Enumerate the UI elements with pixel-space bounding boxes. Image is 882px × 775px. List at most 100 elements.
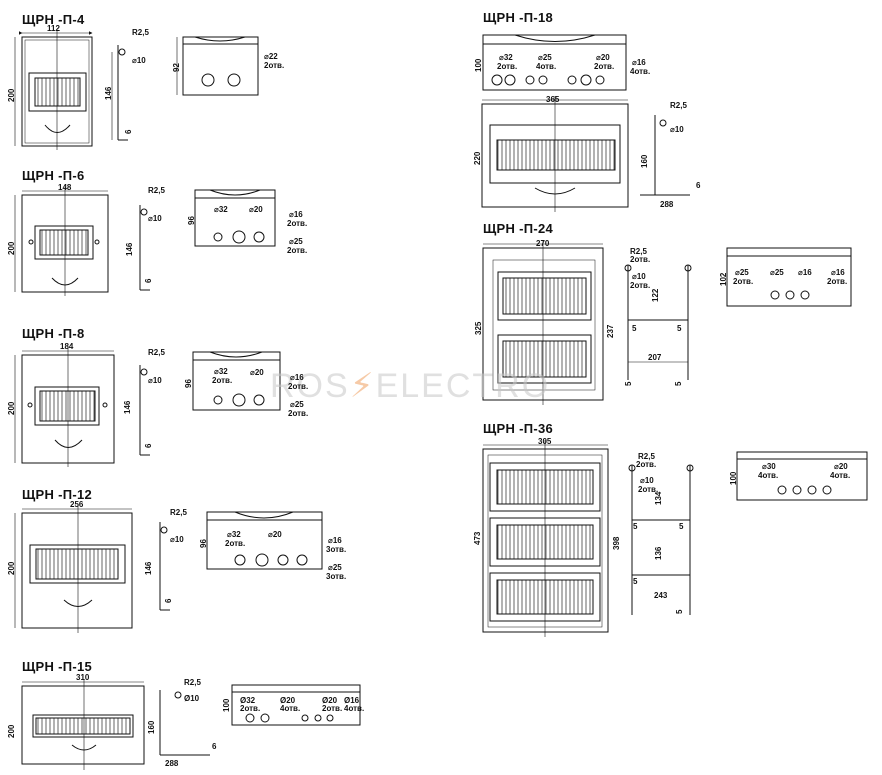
title-p24: ЩРН -П-24 [483,221,554,236]
watermark-left: ROS [270,367,350,405]
p15-depth-label: 100 [222,698,231,712]
p6-k2: ⌀20 [249,205,263,214]
p24-mount-height: 237 [606,324,615,338]
p24-mount-width: 207 [648,353,662,362]
p6-mount-radius: R2,5 [148,186,165,195]
p12-k4: ⌀25 [328,563,342,572]
p18-k1-count: 2отв. [497,62,518,71]
p36-offset3: 5 [633,577,638,586]
p18-k2: ⌀25 [538,53,552,62]
p15-mount-hole: Ø10 [184,694,200,703]
p18-mount-width: 288 [660,200,674,209]
title-p12: ЩРН -П-12 [22,487,93,502]
p24-k4-count: 2отв. [827,277,848,286]
title-p36: ЩРН -П-36 [483,421,554,436]
p12-height-label: 200 [7,561,16,575]
p36-mount-width: 243 [654,591,668,600]
p36-mount-radius: R2,5 [638,452,655,461]
p18-k4: ⌀16 [632,58,646,67]
p15-k3: Ø20 [322,696,338,705]
p4-mount-detail [111,45,128,141]
p18-width-label: 365 [546,95,560,104]
p36-mount-v2: 136 [654,546,663,560]
p15-k1-count: 2отв. [240,704,261,713]
p8-front-view [14,347,115,467]
p6-k3-count: 2отв. [287,219,308,228]
p24-bottom-view [726,247,852,307]
p12-k1: ⌀32 [227,530,241,539]
p36-mount-height: 398 [612,536,621,550]
p6-k4-count: 2отв. [287,246,308,255]
p36-k1: ⌀30 [762,462,776,471]
p12-mount-hole: ⌀10 [170,535,184,544]
p12-k3: ⌀16 [328,536,342,545]
p8-mount-height: 146 [123,400,132,414]
p24-k1: ⌀25 [735,268,749,277]
p8-k1: ⌀32 [214,367,228,376]
p24-k4: ⌀16 [831,268,845,277]
p24-offset4: 5 [674,381,683,386]
p4-mount-hole: ⌀10 [132,56,146,65]
p6-depth-label: 96 [187,216,196,225]
p24-offset3: 5 [624,381,633,386]
p4-mount-height: 146 [104,86,113,100]
p18-mount-hole: ⌀10 [670,125,684,134]
p8-width-label: 184 [60,342,74,351]
p8-k1-count: 2отв. [212,376,233,385]
p15-bottom-view [231,684,361,726]
p8-mount-radius: R2,5 [148,348,165,357]
p6-bottom-view [194,189,276,247]
p8-mount-hole: ⌀10 [148,376,162,385]
p4-depth-label: 92 [172,63,181,72]
p12-k1-count: 2отв. [225,539,246,548]
p24-k1-count: 2отв. [733,277,754,286]
p8-mount-offset: 6 [144,443,153,448]
p12-k3-count: 3отв. [326,545,347,554]
p24-offset2: 5 [677,324,682,333]
p8-depth-label: 96 [184,379,193,388]
p24-k3: ⌀16 [798,268,812,277]
p36-k2: ⌀20 [834,462,848,471]
p12-front-view [14,505,133,633]
p24-depth-label: 102 [719,272,728,286]
p36-height-label: 473 [473,531,482,545]
p36-bottom-view [736,451,868,501]
p12-mount-height: 146 [144,561,153,575]
p4-width-label: 112 [47,24,60,33]
watermark-right: ELECTRO [375,367,551,405]
p12-mount-radius: R2,5 [170,508,187,517]
p12-bottom-view [206,511,323,570]
title-p8: ЩРН -П-8 [22,326,85,341]
p8-height-label: 200 [7,401,16,415]
p12-width-label: 256 [70,500,84,509]
p15-mount-offset: 6 [212,742,217,751]
title-p6: ЩРН -П-6 [22,168,85,183]
p12-depth-label: 96 [199,539,208,548]
p15-width-label: 310 [76,673,90,682]
p8-k4-count: 2отв. [288,409,309,418]
p24-mount-v1: 122 [651,288,660,302]
p12-mount-offset: 6 [164,598,173,603]
p4-mount-offset: 6 [124,129,133,134]
bolt-icon: ⚡ [349,367,376,405]
p18-mount-radius: R2,5 [670,101,687,110]
p6-front-view [14,187,109,296]
p36-offset2: 5 [679,522,684,531]
p36-k2-count: 4отв. [830,471,851,480]
watermark-logo: ROS⚡ELECTRO [270,366,550,406]
p18-depth-label: 100 [474,58,483,72]
p18-mount-height: 160 [640,154,649,168]
p4-height-label: 200 [7,88,16,102]
p15-k1: Ø32 [240,696,256,705]
p18-k3: ⌀20 [596,53,610,62]
p24-mount-radius-count: 2отв. [630,255,651,264]
p6-mount-detail [139,205,150,291]
p18-front-view [481,96,629,212]
p6-mount-offset: 6 [144,278,153,283]
p15-mount-radius: R2,5 [184,678,201,687]
title-p15: ЩРН -П-15 [22,659,93,674]
p18-mount-detail [640,115,690,196]
p36-front-view [482,440,609,637]
p36-depth-label: 100 [729,471,738,485]
